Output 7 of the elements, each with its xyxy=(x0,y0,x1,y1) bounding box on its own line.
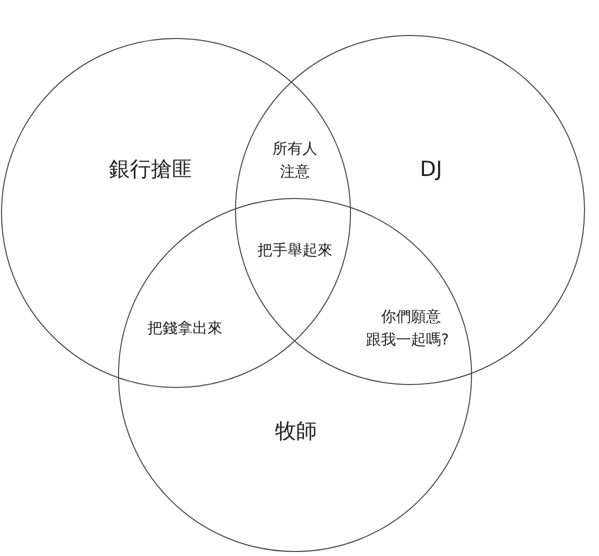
region-label: 把手舉起來 xyxy=(258,240,332,261)
circle-label: 銀行搶匪 xyxy=(109,156,193,182)
circle-label: DJ xyxy=(420,156,442,182)
region-label: 你們願意跟我一起嗎? xyxy=(366,306,450,350)
region-label: 把錢拿出來 xyxy=(148,318,222,339)
circle-label: 牧師 xyxy=(275,418,317,444)
region-label: 所有人注意 xyxy=(272,138,318,182)
